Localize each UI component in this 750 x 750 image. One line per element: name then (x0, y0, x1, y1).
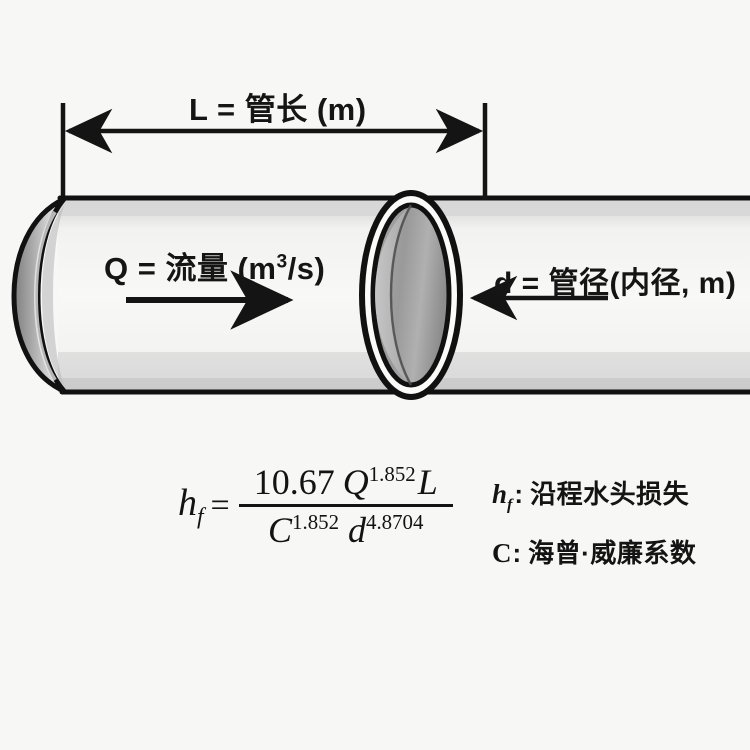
pipe-left-rim (11, 196, 67, 394)
pipe-cut-bore-crescent (375, 205, 411, 385)
dimension-L (60, 103, 488, 200)
formula-lhs: hf (178, 484, 206, 529)
formula-denominator: C1.852 d4.8704 (264, 510, 427, 550)
pipe-graphic (11, 190, 750, 400)
legend-symbol-hf-base: h (492, 479, 508, 509)
label-flow-rate: Q = 流量 (m3/s) (104, 243, 325, 288)
formula-equals-sign: = (210, 487, 230, 525)
numerator-var-q: Q (342, 462, 369, 502)
denominator-var-d: d (348, 510, 367, 551)
legend-colon-c: : (512, 538, 522, 569)
formula-legend: hf : 沿程水头损失 C : 海曾·威廉系数 (492, 474, 696, 570)
pipe-cut-end (359, 190, 463, 400)
legend-symbol-hf: hf (492, 479, 513, 514)
label-flow-rate-suffix: /s) (287, 251, 326, 286)
legend-symbol-c: C (492, 538, 512, 569)
legend-item-hf: hf : 沿程水头损失 (492, 474, 696, 514)
pipe-left-rim-inner (42, 206, 64, 385)
label-pipe-diameter: d = 管径(内径, m) (494, 267, 737, 300)
label-pipe-length: L = 管长 (m) (189, 92, 367, 127)
legend-item-c: C : 海曾·威廉系数 (492, 533, 696, 570)
numerator-exp-q: 1.852 (368, 462, 416, 486)
label-flow-rate-prefix: Q = 流量 (m (104, 251, 277, 286)
numerator-coefficient: 10.67 (253, 462, 335, 502)
numerator-var-l: L (417, 462, 438, 502)
legend-description-hf: 沿程水头损失 (530, 479, 690, 509)
denominator-exp-d: 4.8704 (366, 510, 424, 535)
legend-symbol-hf-subscript: f (507, 495, 513, 514)
denominator-exp-c: 1.852 (292, 510, 340, 535)
pipe-left-rim-highlight (33, 210, 57, 382)
pipe-left-rim-wall (11, 196, 67, 394)
label-flow-rate-exponent: 3 (276, 251, 288, 273)
legend-description-c: 海曾·威廉系数 (528, 538, 697, 569)
pipe-cut-bore-crescent-edge (389, 204, 413, 386)
legend-colon-hf: : (514, 479, 524, 509)
formula-fraction-bar (238, 504, 453, 508)
denominator-var-c: C (268, 510, 293, 551)
formula-lhs-subscript: f (197, 503, 204, 530)
formula-lhs-symbol: h (178, 481, 197, 524)
